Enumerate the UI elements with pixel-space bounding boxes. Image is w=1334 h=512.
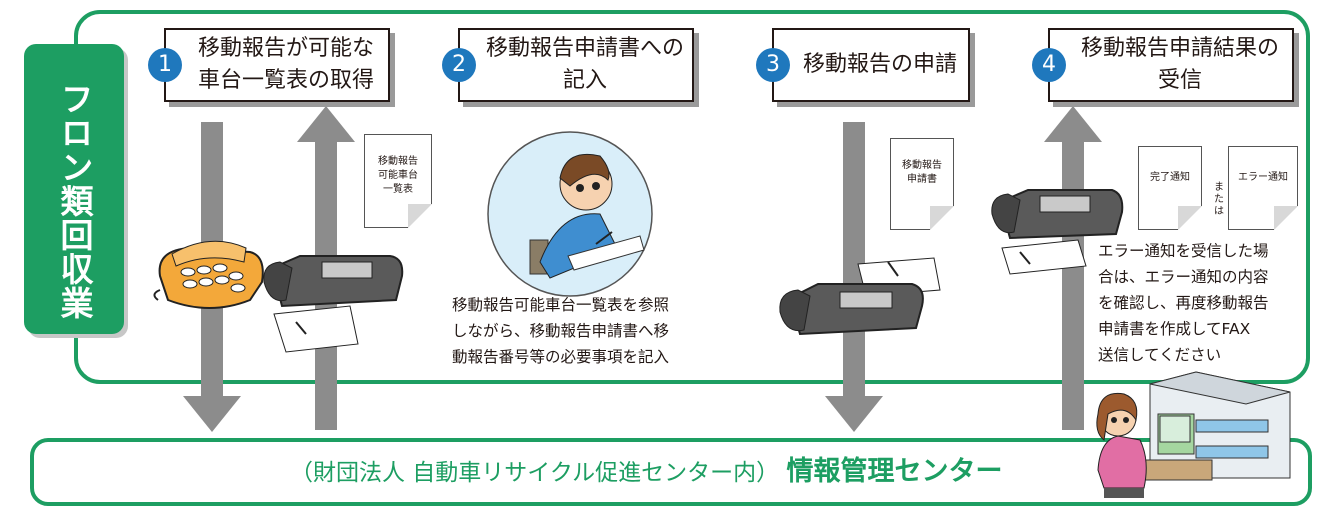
step-title: 移動報告の申請 [802,52,957,77]
info-center-bar [30,438,1312,506]
vehicle-list-document: 移動報告 可能車台 一覧表 [364,134,432,228]
step-number-badge: 2 [442,48,476,82]
step-1-box: 1 移動報告が可能な 車台一覧表の取得 [148,28,390,102]
application-document: 移動報告 申請書 [890,138,954,230]
info-center-label: （財団法人 自動車リサイクル促進センター内） 情報管理センター [290,452,1002,493]
step-number-badge: 3 [756,48,790,82]
side-label-recycler: フロン類回収業者 [24,44,124,334]
org-name: （財団法人 自動車リサイクル促進センター内） [290,460,780,486]
step-4-note: エラー通知を受信した場 合は、エラー通知の内容 を確認し、再度移動報告 申請書を… [1098,242,1269,364]
step-2-note: 移動報告可能車台一覧表を参照 しながら、移動報告申請書へ移 動報告番号等の必要事… [452,296,670,366]
or-label: または [1214,182,1224,217]
complete-notice-document: 完了通知 [1138,146,1202,230]
center-name: 情報管理センター [786,456,1003,487]
step-3-box: 3 移動報告の申請 [756,28,970,102]
step-title: 移動報告申請結果の 受信 [1080,36,1279,93]
error-notice-document: エラー通知 [1228,146,1298,230]
step-title: 移動報告申請書への 記入 [485,36,684,93]
step-number-badge: 1 [148,48,182,82]
step-4-box: 4 移動報告申請結果の 受信 [1032,28,1294,102]
side-label-text: フロン類回収業者 [55,82,94,320]
step-number-badge: 4 [1032,48,1066,82]
step-2-box: 2 移動報告申請書への 記入 [442,28,694,102]
step-title: 移動報告が可能な 車台一覧表の取得 [197,36,374,93]
